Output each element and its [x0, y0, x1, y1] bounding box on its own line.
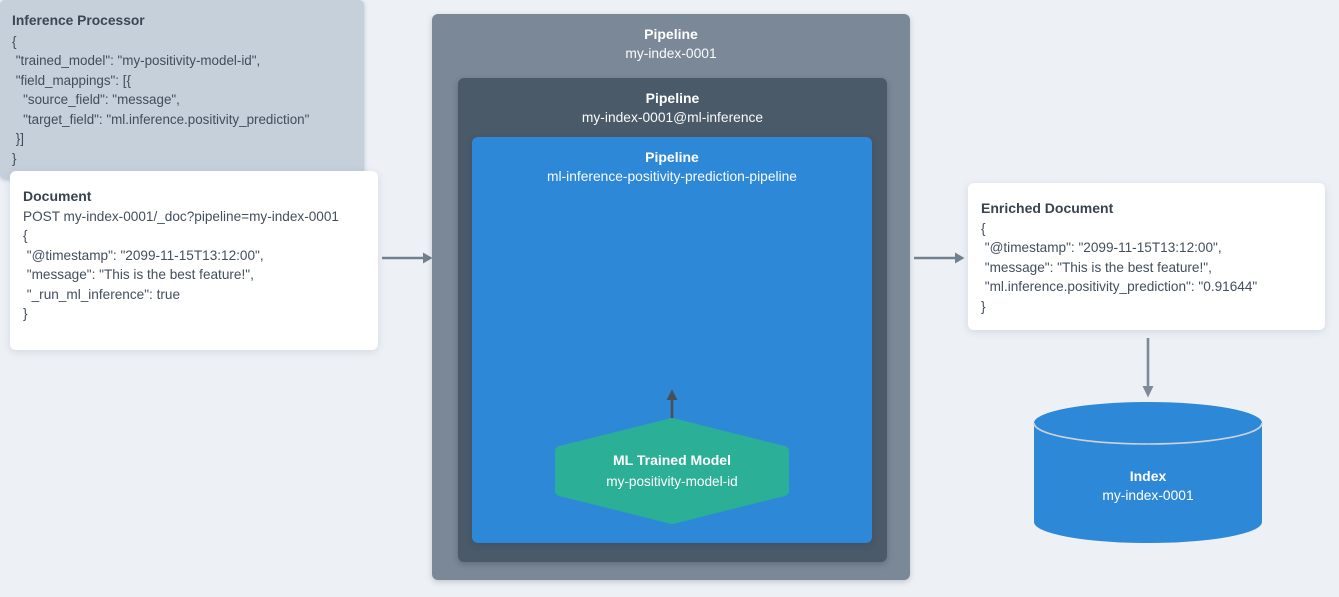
ml-inference-pipeline-name: my-index-0001@ml-inference: [581, 110, 764, 125]
outer-pipeline-header: Pipeline my-index-0001: [432, 24, 910, 64]
inference-pipeline-header: Pipeline ml-inference-positivity-predict…: [472, 147, 872, 187]
inference-pipeline-label: Pipeline: [645, 149, 699, 165]
processor-code-line: {: [12, 33, 17, 49]
model-to-processor-arrow: [666, 389, 678, 420]
processor-code-line: }: [12, 151, 17, 167]
document-code-line: "_run_ml_inference": true: [23, 286, 180, 302]
index-title: Index: [1129, 468, 1167, 484]
document-code-line: POST my-index-0001/_doc?pipeline=my-inde…: [23, 208, 339, 224]
enriched-code-line: "@timestamp": "2099-11-15T13:12:00",: [981, 240, 1222, 255]
document-code-line: "message": "This is the best feature!",: [23, 267, 254, 282]
outer-pipeline-label: Pipeline: [644, 26, 698, 42]
enriched-code-line: {: [981, 220, 986, 236]
enriched-code-line: "message": "This is the best feature!",: [981, 259, 1212, 275]
document-card: Document POST my-index-0001/_doc?pipelin…: [10, 171, 378, 350]
document-code-line: }: [23, 306, 28, 321]
index-name: my-index-0001: [1102, 488, 1194, 503]
document-to-pipeline-arrow: [382, 252, 433, 264]
ml-trained-model-title: ML Trained Model: [613, 452, 731, 468]
processor-code-line: "trained_model": "my-positivity-model-id…: [12, 53, 261, 69]
processor-code-line: "target_field": "ml.inference.positivity…: [12, 111, 310, 127]
inference-processor-title: Inference Processor: [12, 13, 145, 28]
inference-processor-card: Inference Processor { "trained_model": "…: [0, 0, 364, 179]
document-card-title: Document: [23, 188, 92, 204]
enriched-to-index-arrow: [1142, 338, 1154, 398]
inference-pipeline-name: ml-inference-positivity-prediction-pipel…: [547, 169, 797, 184]
ml-trained-model-label: ML Trained Model my-positivity-model-id: [552, 450, 792, 492]
ml-inference-pipeline-header: Pipeline my-index-0001@ml-inference: [458, 88, 887, 128]
processor-code-line: "field_mappings": [{: [12, 72, 131, 88]
document-code-line: "@timestamp": "2099-11-15T13:12:00",: [23, 247, 264, 263]
index-label: Index my-index-0001: [1033, 466, 1263, 506]
ml-trained-model-hexagon: [555, 418, 789, 524]
index-cylinder: [1033, 402, 1263, 543]
enriched-document-title: Enriched Document: [981, 200, 1114, 216]
outer-pipeline-name: my-index-0001: [625, 46, 717, 61]
processor-code-line: "source_field": "message",: [12, 92, 180, 108]
ml-inference-pipeline-label: Pipeline: [645, 90, 700, 106]
processor-code-line: }]: [12, 131, 24, 147]
enriched-code-line: }: [981, 298, 986, 314]
document-code-line: {: [23, 228, 28, 243]
pipeline-to-enriched-arrow: [914, 252, 965, 264]
ml-trained-model-name: my-positivity-model-id: [606, 474, 738, 489]
enriched-document-card: Enriched Document { "@timestamp": "2099-…: [968, 183, 1325, 330]
enriched-code-line: "ml.inference.positivity_prediction": "0…: [981, 279, 1258, 294]
